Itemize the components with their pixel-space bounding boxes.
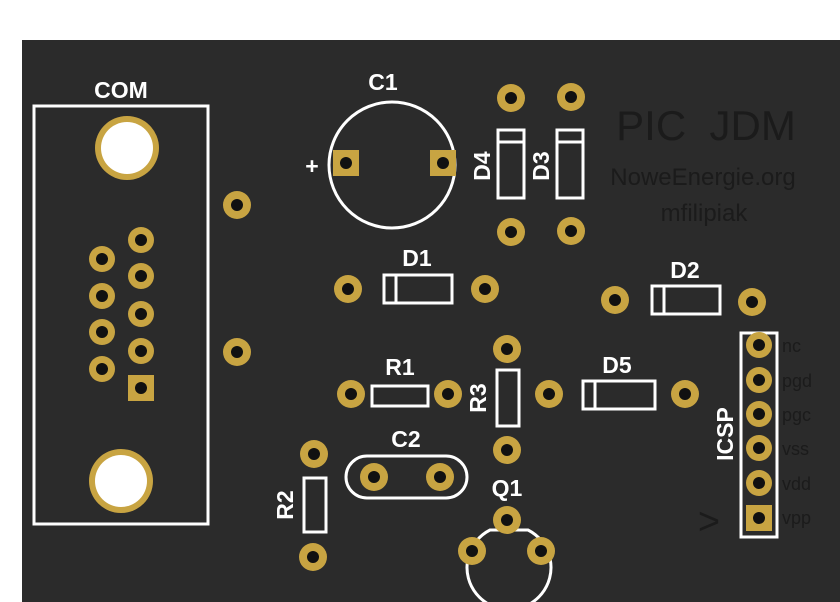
icsp-pin-name: vss — [782, 439, 809, 459]
c1-label: C1 — [368, 69, 398, 95]
via-pads-com — [223, 191, 251, 366]
icsp-pin-name: vpp — [782, 508, 811, 528]
board-title: PIC JDM NoweEnergie.org mfilipiak — [610, 102, 796, 227]
title-line2: NoweEnergie.org — [610, 164, 795, 191]
pcb-substrate — [22, 40, 840, 602]
diode-d2: D2 — [601, 257, 766, 316]
com-connector: COM — [32, 77, 210, 526]
icsp-header: ICSP > nc pgd pgc vss vdd vpp — [698, 331, 812, 543]
capacitor-c1: C1 + — [305, 69, 457, 230]
icsp-pin1-arrow: > — [698, 501, 720, 543]
icsp-pin-name: pgc — [782, 405, 811, 425]
icsp-pin-names: nc pgd pgc vss vdd vpp — [782, 336, 812, 528]
resistor-r1: R1 — [337, 354, 462, 408]
diode-d1: D1 — [334, 245, 499, 305]
d3-label: D3 — [528, 151, 554, 180]
resistor-r2: R2 — [272, 440, 328, 571]
com-pins-left — [89, 246, 115, 382]
transistor-q1: Q1 — [458, 475, 555, 602]
title-line1: PIC JDM — [616, 102, 796, 149]
diode-d5: D5 — [535, 352, 699, 411]
r2-label: R2 — [272, 490, 298, 519]
c2-label: C2 — [391, 426, 420, 452]
d5-label: D5 — [602, 352, 632, 378]
icsp-pin-name: pgd — [782, 371, 812, 391]
title-line3: mfilipiak — [661, 200, 749, 227]
icsp-pin-name: vdd — [782, 474, 811, 494]
com-pins-right — [128, 227, 154, 401]
r1-label: R1 — [385, 354, 415, 380]
diode-d4: D4 — [469, 84, 526, 246]
q1-label: Q1 — [492, 475, 523, 501]
icsp-pin-name: nc — [782, 336, 801, 356]
c1-polarity-mark: + — [305, 153, 318, 179]
d2-label: D2 — [670, 257, 699, 283]
d1-label: D1 — [402, 245, 432, 271]
com-label: COM — [94, 77, 148, 103]
diode-d3: D3 — [528, 83, 585, 245]
r3-label: R3 — [465, 383, 491, 412]
icsp-pads — [746, 332, 772, 531]
capacitor-c2: C2 — [344, 426, 469, 500]
resistor-r3: R3 — [465, 335, 521, 464]
icsp-label: ICSP — [712, 407, 738, 461]
d4-label: D4 — [469, 151, 495, 181]
